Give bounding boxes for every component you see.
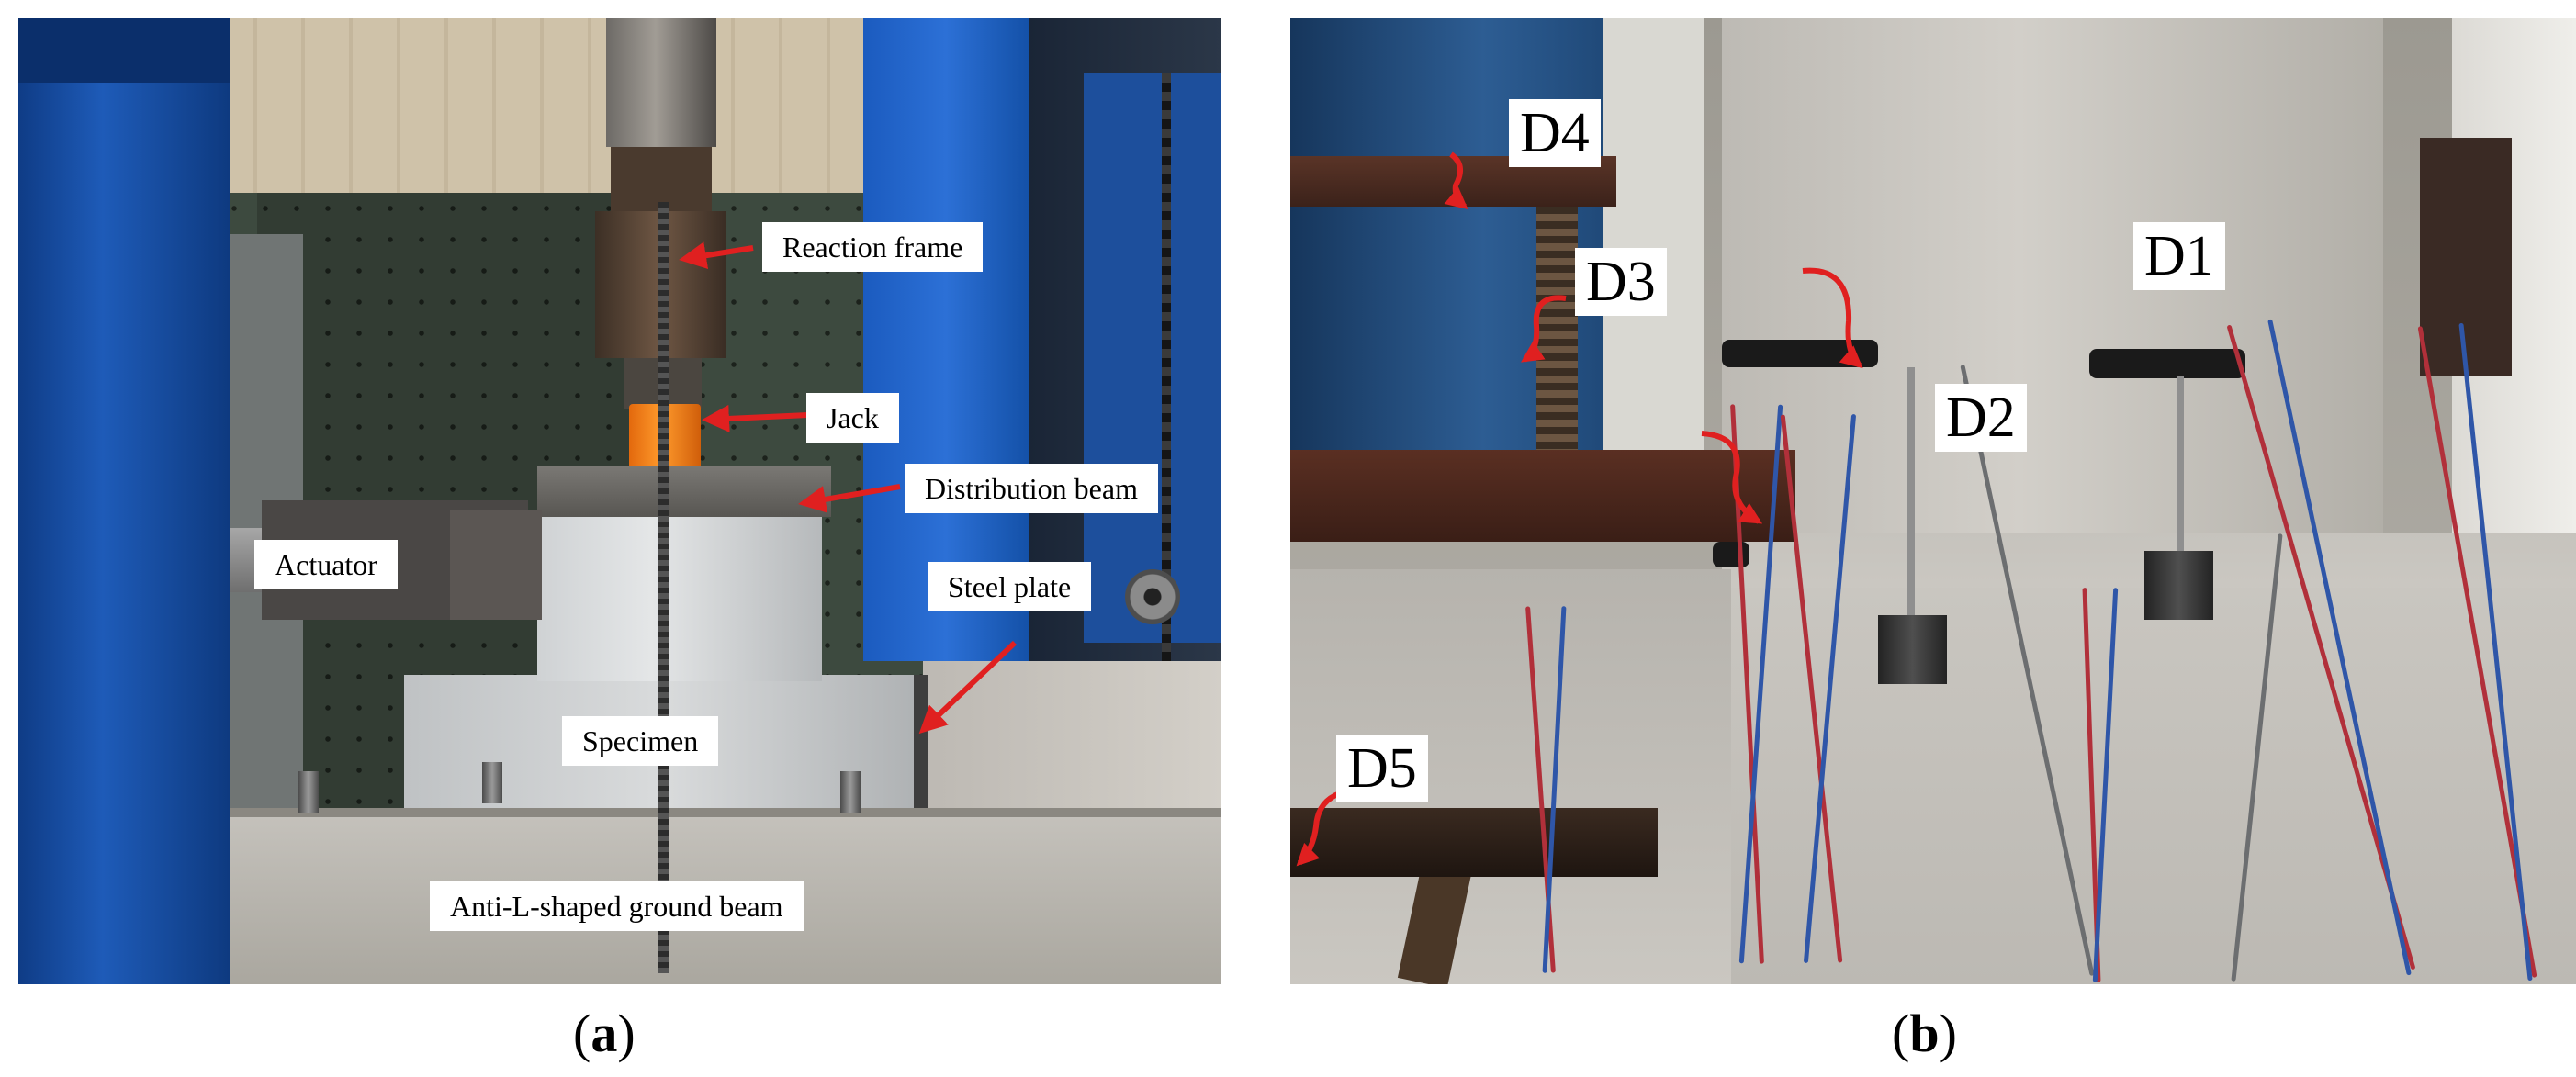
dark-equipment	[2420, 138, 2512, 376]
back-wall	[1603, 18, 1704, 450]
reaction-frame-beam	[611, 147, 712, 211]
caption-b-letter: b	[1909, 1004, 1940, 1063]
steel-ring	[1125, 569, 1180, 624]
annotation-arrows-b	[1296, 151, 1863, 867]
label-specimen: Specimen	[562, 716, 719, 766]
stand-rod	[2177, 376, 2184, 555]
transducer-d1	[2089, 349, 2245, 378]
reaction-frame-top	[606, 18, 716, 147]
blue-column-cap	[18, 18, 230, 83]
arrow-d4	[1444, 151, 1468, 210]
label-steel-plate: Steel plate	[928, 562, 1092, 611]
transducer-d2	[1713, 542, 1749, 567]
arrow-jack	[702, 404, 809, 432]
label-jack: Jack	[806, 393, 899, 443]
anchor-bolt	[298, 771, 319, 813]
annotation-arrows-a	[679, 241, 1018, 735]
label-d2: D2	[1935, 384, 2027, 452]
loading-screw	[1536, 170, 1578, 482]
concrete-block-right	[923, 661, 1221, 836]
specimen-column	[537, 516, 822, 681]
threaded-rod	[658, 202, 669, 973]
label-d1: D1	[2133, 222, 2225, 290]
label-distribution-beam: Distribution beam	[905, 464, 1158, 513]
caption-b: (b)	[1892, 1004, 1957, 1063]
photo-panel-a: Reaction frame Jack Distribution beam Ac…	[18, 18, 1221, 984]
blue-column-right	[1084, 73, 1221, 643]
actuator-plate	[450, 510, 542, 620]
label-d3: D3	[1575, 248, 1667, 316]
arrow-steel-plate	[918, 640, 1018, 735]
caption-a-letter: a	[591, 1004, 618, 1063]
arrow-d5	[1296, 789, 1346, 867]
transducer-bracket	[1290, 808, 1658, 877]
arrow-reaction-frame	[679, 241, 754, 270]
blue-column-left	[18, 18, 230, 984]
label-ground-beam: Anti-L-shaped ground beam	[430, 881, 804, 931]
hanging-chain	[1162, 73, 1171, 661]
photo-panel-b: D1 D2 D3 D4 D5	[1290, 18, 2576, 984]
label-reaction-frame: Reaction frame	[762, 222, 984, 272]
anchor-bolt	[840, 771, 861, 813]
caption-a: (a)	[573, 1004, 636, 1063]
arrow-d2	[1701, 431, 1763, 524]
stand-rod	[1907, 367, 1915, 620]
concrete-column	[1722, 18, 2383, 606]
label-d4: D4	[1509, 99, 1601, 167]
anchor-bolt	[482, 762, 502, 803]
arrow-d3	[1521, 295, 1567, 363]
blue-column-center	[863, 18, 1029, 661]
arrow-d1	[1802, 267, 1863, 369]
magnetic-base	[2144, 551, 2213, 620]
magnetic-base	[1878, 615, 1947, 684]
distribution-beam	[537, 466, 831, 517]
arrow-distribution-beam	[798, 484, 901, 513]
steel-beam-lower	[1290, 450, 1795, 542]
label-actuator: Actuator	[254, 540, 398, 589]
label-d5: D5	[1336, 735, 1428, 802]
